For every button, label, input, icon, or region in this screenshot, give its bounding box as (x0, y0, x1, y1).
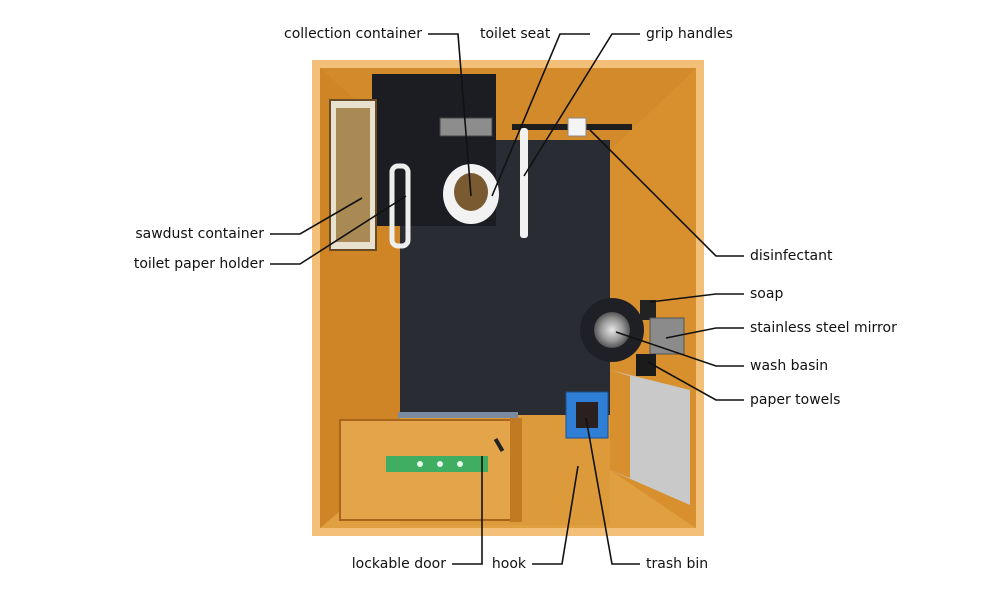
leader-stainless-steel-mirror (665, 327, 744, 339)
label-soap: soap (750, 286, 784, 302)
leader-hook (532, 465, 579, 565)
leader-disinfectant (589, 129, 744, 257)
door-edge (510, 418, 522, 522)
label-toilet-paper-holder: toilet paper holder (133, 256, 264, 272)
leader-sawdust-container (270, 197, 363, 235)
label-sawdust-container: sawdust container (135, 226, 264, 242)
label-grip-handles: grip handles (646, 26, 733, 42)
toilet-paper-holder-shape (389, 163, 411, 249)
door-threshold (398, 412, 518, 418)
leader-lockable-door (452, 456, 483, 565)
wash-basin-shape (594, 312, 630, 348)
paper-towel-dispenser (636, 354, 656, 376)
leader-grip-handles (523, 33, 640, 177)
leader-wash-basin (615, 331, 744, 367)
door-mat-dot (417, 461, 423, 467)
hook-shape (493, 437, 505, 453)
label-stainless-steel-mirror: stainless steel mirror (750, 320, 897, 336)
label-collection-container: collection container (284, 26, 422, 42)
leader-paper-towels (647, 361, 744, 401)
grip-handle-vertical (520, 128, 528, 238)
label-disinfectant: disinfectant (750, 248, 833, 264)
label-lockable-door: lockable door (351, 556, 446, 572)
leader-soap (649, 293, 744, 303)
label-paper-towels: paper towels (750, 392, 841, 408)
door-mat-dot (437, 461, 443, 467)
leader-toilet-seat (491, 33, 590, 197)
sawdust (336, 108, 370, 242)
label-wash-basin: wash basin (750, 358, 829, 374)
disinfectant-dispenser (567, 117, 587, 137)
label-hook: hook (491, 556, 526, 572)
label-trash-bin: trash bin (646, 556, 709, 572)
leader-toilet-paper-holder (270, 195, 407, 265)
leader-collection-container (428, 33, 472, 197)
label-toilet-seat: toilet seat (480, 26, 551, 42)
trash-bin-opening (576, 402, 598, 428)
side-panel-edge (610, 370, 630, 478)
door-mat-dot (457, 461, 463, 467)
leader-trash-bin (585, 417, 640, 565)
soap-dispenser (640, 300, 656, 320)
leader-lines (270, 33, 744, 565)
